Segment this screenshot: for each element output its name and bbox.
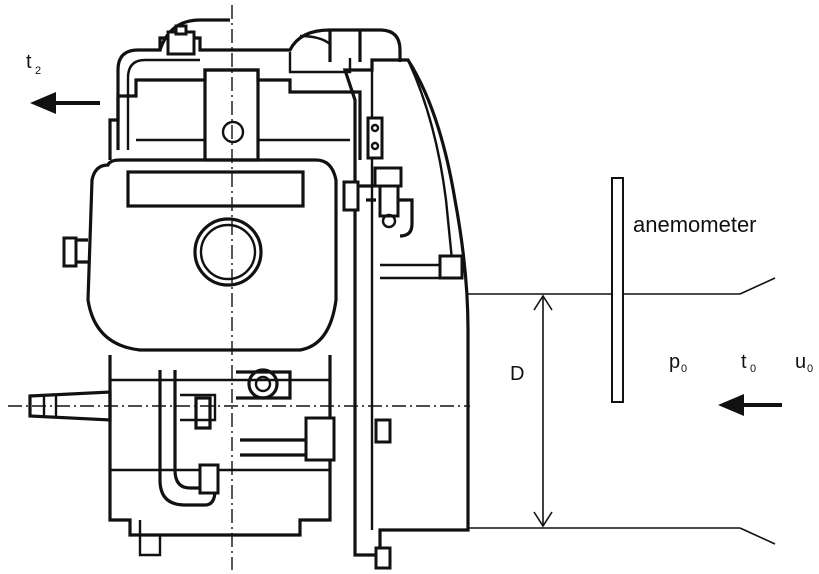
inlet-temp-sub: 0 <box>750 363 756 375</box>
outlet-temp-sub: 2 <box>35 65 41 77</box>
lower-pipe <box>158 370 217 507</box>
filler-cap <box>193 217 263 287</box>
inlet-conditions: p 0 t 0 u 0 <box>669 351 813 375</box>
inlet-temp-base: t <box>741 351 747 373</box>
inlet-pressure-base: p <box>669 351 680 373</box>
tank-housing <box>86 158 338 352</box>
lower-fitting <box>304 416 336 462</box>
anemometer-label: anemometer <box>633 212 757 237</box>
engine-drawing <box>8 5 470 570</box>
outlet-temp-base: t <box>26 51 32 73</box>
arrow-left-icon <box>30 92 100 114</box>
lower-block <box>108 355 332 537</box>
top-pipe <box>116 28 402 150</box>
inlet-velocity-sub: 0 <box>807 363 813 375</box>
duct-diameter-label: D <box>510 363 524 385</box>
diameter-dimension: D <box>510 294 553 528</box>
inlet-velocity-base: u <box>795 351 806 373</box>
upper-block <box>108 68 362 160</box>
inlet-duct <box>468 277 776 545</box>
lower-bolt <box>247 368 279 400</box>
fan-shroud <box>342 58 470 557</box>
upper-bolt <box>221 120 245 144</box>
outlet-label: t 2 <box>26 51 41 77</box>
anemometer-probe <box>611 177 624 403</box>
inlet-pressure-sub: 0 <box>681 363 687 375</box>
spark-plug <box>342 166 414 238</box>
nameplate <box>126 170 305 208</box>
arrow-left-icon <box>718 394 782 416</box>
